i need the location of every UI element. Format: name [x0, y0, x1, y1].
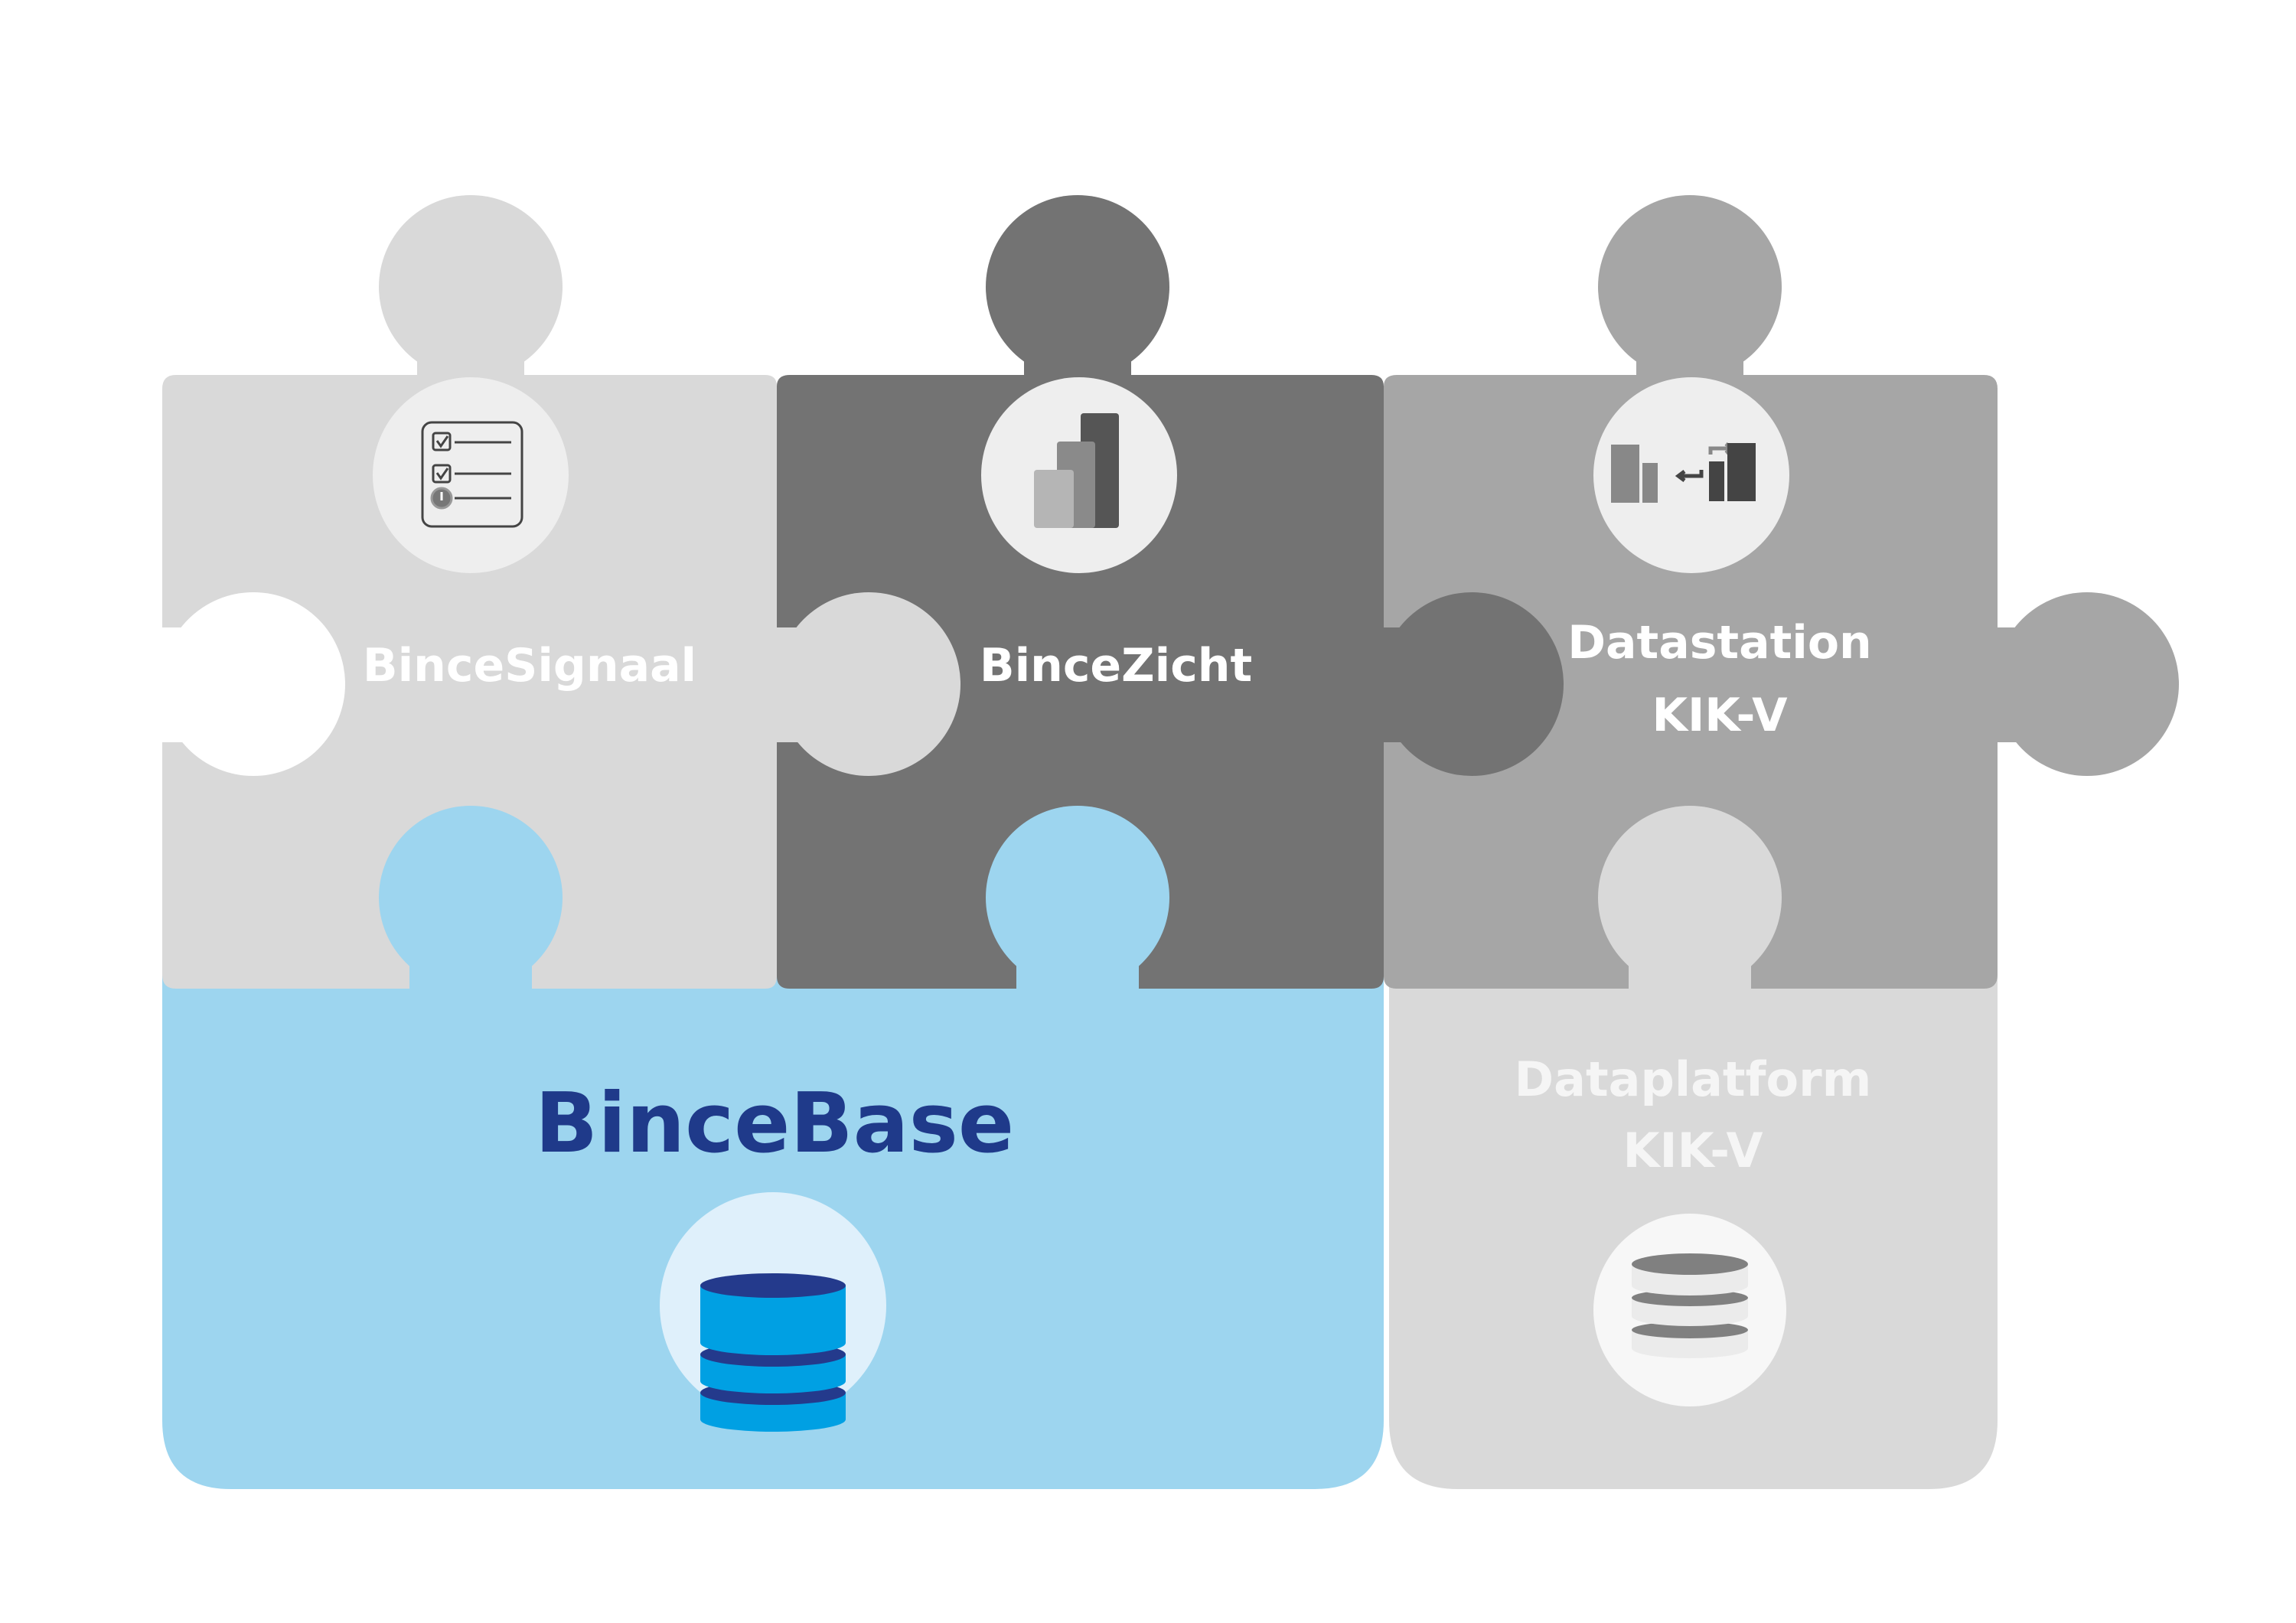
- bincebase-title: BinceBase: [535, 1076, 1014, 1172]
- bincesignaal-title: BinceSignaal: [363, 639, 696, 693]
- piece-dataplatform-shape: [1389, 869, 1998, 1489]
- datastation-title-line1: Datastation: [1567, 616, 1872, 670]
- piece-bincezicht-shape: [777, 375, 1384, 989]
- piece-datastation-shape: [1384, 375, 1998, 989]
- piece-bincebase: BinceBase: [162, 806, 1384, 1489]
- database-icon: [700, 1273, 846, 1432]
- piece-datastation: Datastation KIK-V: [1378, 195, 2179, 995]
- checklist-icon: [421, 421, 523, 528]
- piece-bincebase-shape: [162, 869, 1384, 1489]
- datastation-title-line2: KIK-V: [1652, 689, 1788, 742]
- bincezicht-title: BinceZicht: [980, 639, 1252, 693]
- buildings-exchange-icon: [1611, 442, 1756, 503]
- bar-chart-icon: [1034, 413, 1119, 528]
- piece-bincesignaal-shape: [162, 375, 777, 989]
- bincesignaal-icon-circle: [373, 377, 569, 573]
- dataplatform-title-line2: KIK-V: [1623, 1123, 1763, 1178]
- dataplatform-title-line1: Dataplatform: [1515, 1051, 1872, 1107]
- database-icon: [1632, 1253, 1748, 1358]
- piece-datastation-tab-right: [1995, 592, 2179, 776]
